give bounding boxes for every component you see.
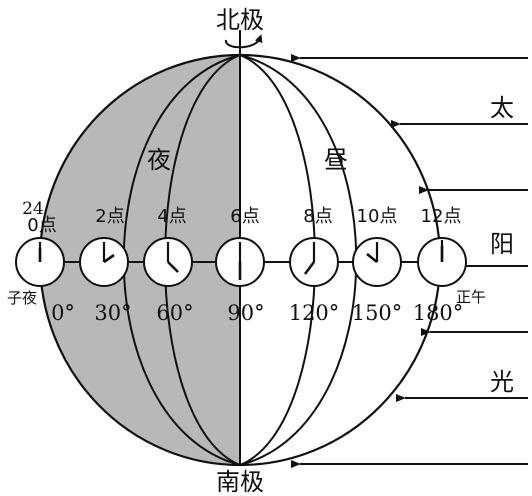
midnight-label: 子夜 [7, 289, 37, 307]
hour-label-8: 8点 [303, 206, 332, 227]
night-hemisphere [40, 55, 240, 465]
hour-label-6: 6点 [230, 206, 259, 227]
sunlight-arrows [291, 54, 528, 468]
clock-6 [215, 237, 265, 287]
longitude-label-180: 180° [413, 301, 464, 325]
sunlight-char-2: 阳 [490, 230, 514, 258]
longitude-label-90: 90° [227, 301, 264, 325]
hour-label-2: 2点 [95, 206, 124, 227]
longitude-label-150: 150° [352, 301, 403, 325]
rotation-arrow-icon [225, 30, 263, 55]
sunlight-char-3: 光 [490, 368, 514, 396]
south-pole-label: 南极 [216, 468, 264, 496]
clock-8 [289, 237, 339, 287]
clock-10 [352, 237, 402, 287]
clock-2 [79, 237, 129, 287]
clock-0 [15, 237, 65, 287]
hour-label-0: 0点 [27, 215, 56, 236]
hour-label-24: 24 [22, 199, 44, 219]
north-pole-label: 北极 [216, 6, 264, 34]
hour-label-12: 12点 [421, 206, 462, 227]
hour-label-4: 4点 [157, 206, 186, 227]
night-label: 夜 [147, 146, 171, 174]
clock-12 [417, 237, 467, 287]
noon-label: 正午 [456, 288, 486, 306]
clock-4 [143, 237, 193, 287]
longitude-label-120: 120° [289, 301, 340, 325]
longitude-label-60: 60° [156, 301, 193, 325]
sunlight-char-1: 太 [490, 94, 514, 122]
longitude-label-30: 30° [94, 301, 131, 325]
longitude-label-0: 0° [51, 301, 75, 325]
hour-label-10: 10点 [357, 206, 398, 227]
day-label: 昼 [324, 146, 348, 174]
